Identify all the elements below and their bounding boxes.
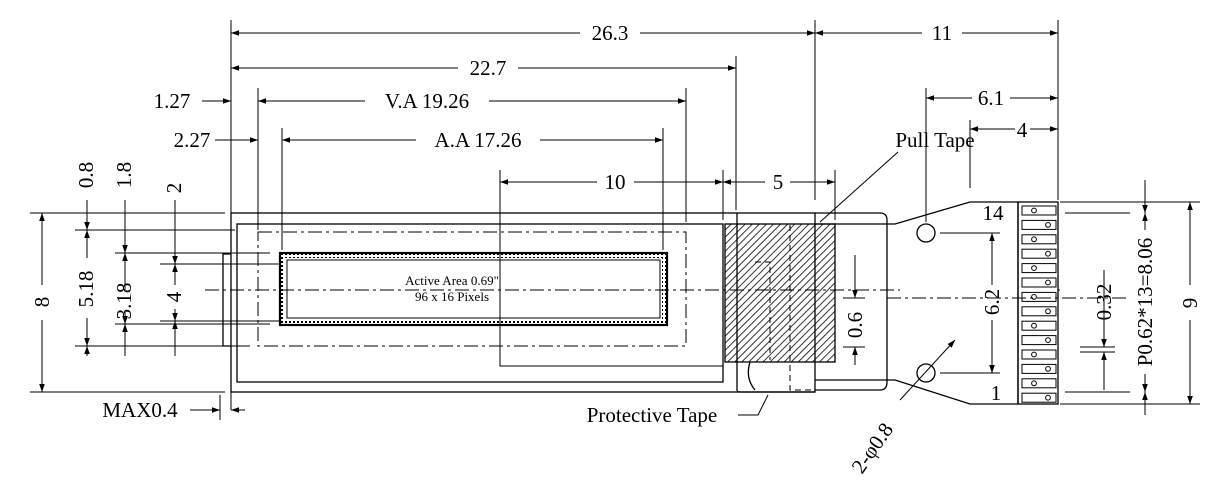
- dim-5: 5: [773, 170, 784, 194]
- dim-1-27: 1.27: [154, 89, 191, 113]
- dim-1-8: 1.8: [112, 162, 136, 188]
- hole-diameter-label: 2-φ0.8: [846, 418, 898, 478]
- dim-2: 2: [162, 183, 186, 194]
- fpc-pad: [1021, 291, 1057, 302]
- fpc-pad-via: [1031, 322, 1037, 329]
- dim-2-27: 2.27: [174, 128, 211, 152]
- alignment-hole-bottom: [916, 363, 936, 383]
- fpc-pad: [1021, 205, 1057, 216]
- fpc-tail: [815, 201, 1130, 405]
- dim-11: 11: [932, 21, 952, 45]
- dim-4-top: 4: [1017, 118, 1028, 142]
- dim-aa: A.A 17.26: [435, 128, 522, 152]
- fpc-pads: [1021, 205, 1057, 403]
- dim-6-1: 6.1: [978, 86, 1004, 110]
- fpc-pad-via: [1045, 279, 1051, 286]
- fpc-pad: [1021, 234, 1057, 245]
- dim-4-left: 4: [162, 291, 186, 302]
- pull-tape-label: Pull Tape: [895, 128, 974, 152]
- fpc-pad: [1021, 335, 1057, 346]
- fpc-pad-via: [1045, 250, 1051, 257]
- fpc-pad-via: [1031, 236, 1037, 243]
- dimension-lines: [39, 30, 1193, 415]
- dim-10: 10: [605, 170, 626, 194]
- dim-0-6: 0.6: [843, 312, 867, 338]
- fpc-pad: [1021, 349, 1057, 360]
- protective-tape-label: Protective Tape: [587, 403, 718, 427]
- fpc-pad-via: [1045, 222, 1051, 228]
- fpc-pad: [1021, 219, 1057, 230]
- dim-6-2: 6.2: [980, 289, 1004, 315]
- pull-tape-leader: [819, 151, 899, 223]
- pin-14-label: 14: [983, 201, 1005, 225]
- fpc-pad-via: [1031, 351, 1037, 358]
- fpc-pad-via: [1031, 265, 1037, 272]
- fpc-pad: [1021, 363, 1057, 374]
- fpc-pad: [1021, 263, 1057, 274]
- fpc-pad: [1021, 306, 1057, 317]
- dim-0-32: 0.32: [1092, 284, 1116, 321]
- protective-tape-leader: [738, 394, 769, 416]
- fpc-pad-via: [1045, 308, 1051, 315]
- dim-9: 9: [1178, 298, 1202, 309]
- fpc-pad-via: [1045, 337, 1051, 344]
- fpc-pad: [1021, 248, 1057, 259]
- dim-26-3: 26.3: [592, 21, 629, 45]
- dim-3-18: 3.18: [112, 283, 136, 320]
- fpc-pad: [1021, 320, 1057, 331]
- extension-lines: [30, 20, 1200, 420]
- fpc-pad: [1021, 392, 1057, 403]
- fpc-pad-via: [1045, 366, 1051, 372]
- fpc-pad-via: [1031, 294, 1037, 300]
- dim-pitch: P0.62*13=8.06: [1133, 238, 1157, 367]
- fpc-pad: [1021, 378, 1057, 389]
- dim-0-8: 0.8: [74, 162, 98, 188]
- pixels-label: 96 x 16 Pixels: [415, 289, 489, 304]
- fpc-pad: [1021, 277, 1057, 288]
- dim-8: 8: [30, 297, 54, 308]
- active-area-label: Active Area 0.69": [405, 273, 499, 288]
- max-0-4-label: MAX0.4: [102, 398, 178, 422]
- alignment-hole-top: [916, 223, 936, 243]
- fpc-pad-via: [1031, 380, 1037, 387]
- dim-22-7: 22.7: [470, 56, 507, 80]
- fpc-pad-via: [1045, 394, 1051, 401]
- dim-5-18: 5.18: [74, 271, 98, 308]
- fpc-pad-via: [1031, 207, 1037, 214]
- dim-va: V.A 19.26: [385, 89, 469, 113]
- driver-ic-area: [724, 213, 836, 393]
- pin-1-label: 1: [991, 381, 1002, 405]
